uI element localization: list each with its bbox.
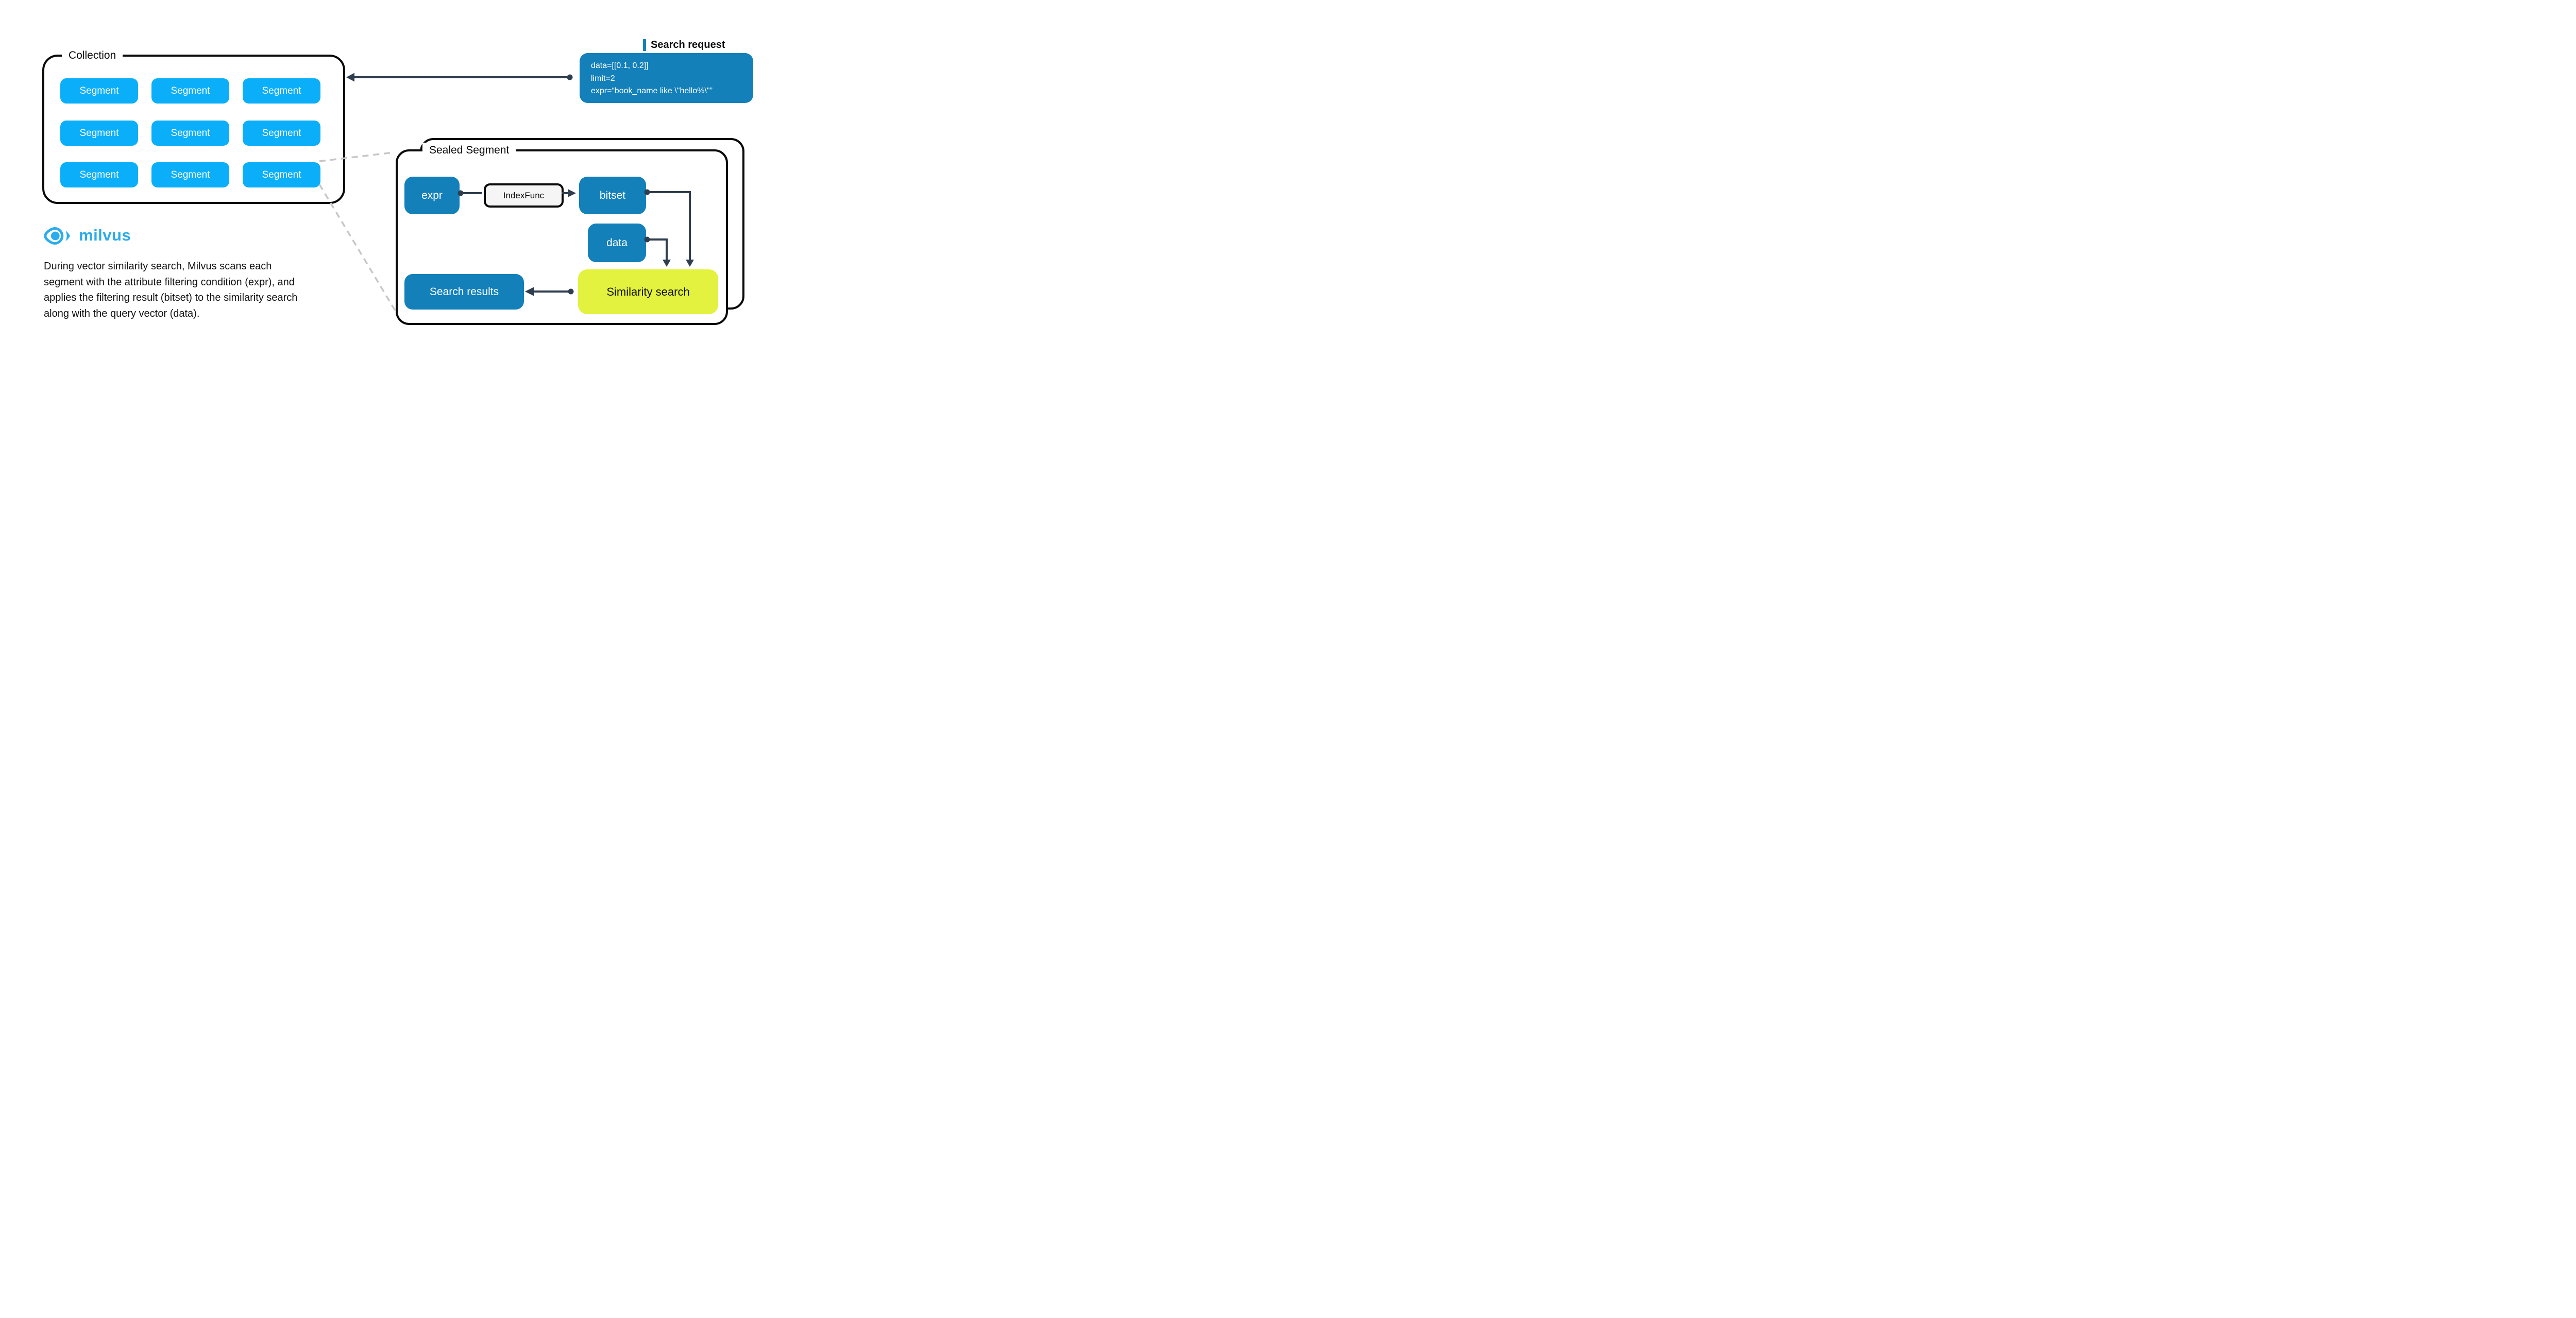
milvus-filtering-diagram: Collection Segment Segment Segment Segme… bbox=[0, 0, 795, 367]
description-line: segment with the attribute filtering con… bbox=[44, 276, 295, 288]
bitset-node: bitset bbox=[579, 177, 646, 214]
segment-box: Segment bbox=[60, 78, 138, 104]
segment-box: Segment bbox=[60, 162, 138, 187]
code-line: limit=2 bbox=[591, 74, 615, 83]
collection-label: Collection bbox=[62, 48, 123, 63]
eye-outline bbox=[44, 227, 64, 245]
milvus-logo: milvus bbox=[44, 225, 131, 247]
brand-name: milvus bbox=[79, 226, 131, 244]
segment-box: Segment bbox=[243, 78, 320, 104]
search-request-title: Search request bbox=[651, 39, 725, 50]
segment-box: Segment bbox=[151, 78, 229, 104]
data-node: data bbox=[588, 224, 646, 262]
chevron-right-icon bbox=[65, 230, 70, 242]
segment-box: Segment bbox=[151, 121, 229, 146]
connector-dot bbox=[567, 74, 573, 80]
index-func-node: IndexFunc bbox=[484, 183, 564, 208]
segment-box: Segment bbox=[151, 162, 229, 187]
sealed-segment-box: Sealed Segment expr IndexFunc bitset dat… bbox=[396, 143, 728, 325]
code-line: data=[[0.1, 0.2]] bbox=[591, 61, 649, 70]
search-request-box: data=[[0.1, 0.2]] limit=2 expr=“book_nam… bbox=[580, 53, 753, 103]
description-line: applies the filtering result (bitset) to… bbox=[44, 292, 298, 304]
sealed-segment-label: Sealed Segment bbox=[422, 143, 516, 158]
expr-node: expr bbox=[404, 177, 460, 214]
arrowhead-left bbox=[346, 73, 354, 82]
segment-box: Segment bbox=[243, 121, 320, 146]
code-line: expr=“book_name like \"hello%\"” bbox=[591, 87, 713, 95]
eye-iris bbox=[50, 231, 60, 241]
search-results-node: Search results bbox=[404, 274, 524, 310]
label-accent-bar bbox=[643, 39, 646, 51]
description-line: During vector similarity search, Milvus … bbox=[44, 261, 272, 272]
search-request-to-collection-arrow bbox=[346, 73, 573, 82]
milvus-eye-icon bbox=[44, 227, 70, 245]
segment-box: Segment bbox=[60, 121, 138, 146]
search-request-heading: Search request bbox=[643, 39, 725, 51]
segment-box: Segment bbox=[243, 162, 320, 187]
collection-box: Collection Segment Segment Segment Segme… bbox=[42, 48, 345, 204]
description-text: During vector similarity search, Milvus … bbox=[44, 259, 297, 321]
similarity-search-node: Similarity search bbox=[578, 269, 718, 314]
description-line: along with the query vector (data). bbox=[44, 307, 200, 319]
